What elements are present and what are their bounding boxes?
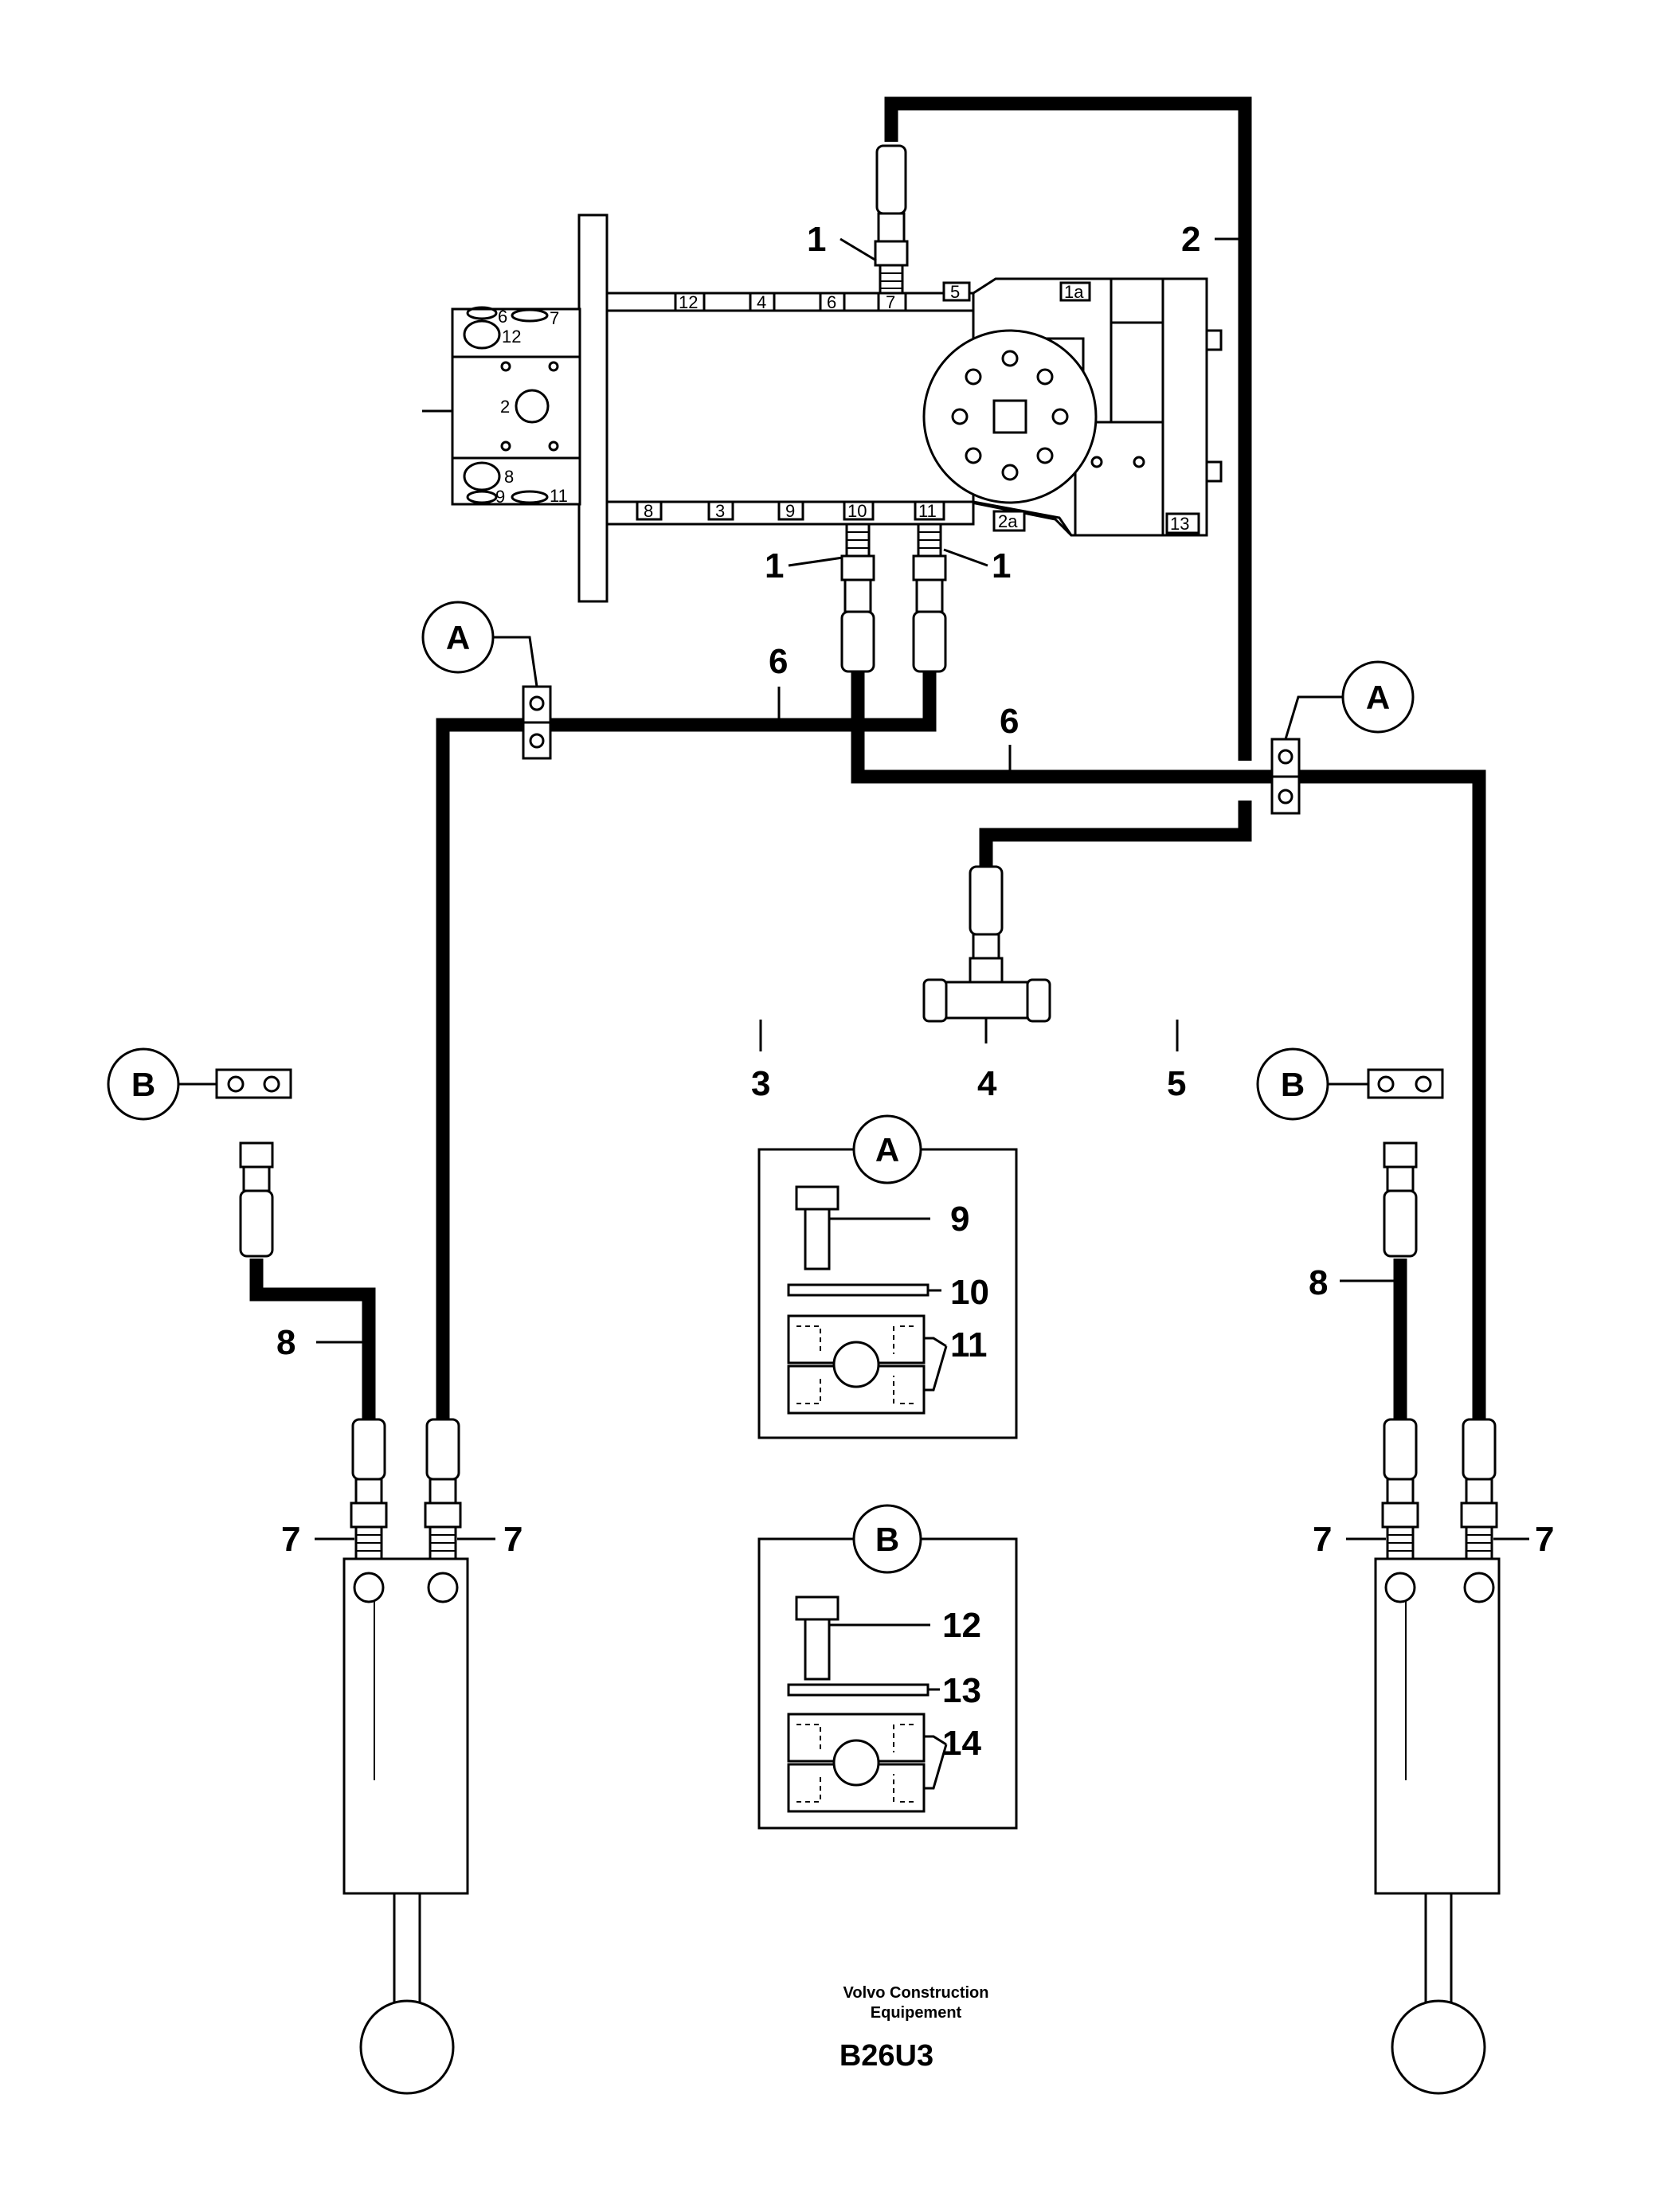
port-label-8-face: 8 — [504, 467, 514, 487]
hose-6-right — [851, 668, 1486, 1422]
port-label-6: 6 — [827, 292, 836, 312]
callout-1-right: 1 — [992, 546, 1011, 585]
marker-b-left: B — [107, 1047, 217, 1121]
clamp-a-right — [1270, 738, 1301, 815]
callout-5: 5 — [1167, 1064, 1186, 1103]
callout-9: 9 — [950, 1200, 969, 1239]
callout-3: 3 — [751, 1064, 770, 1103]
fitting-port-10 — [840, 523, 875, 673]
callout-4: 4 — [977, 1064, 997, 1103]
callout-7-right-left: 7 — [1313, 1520, 1332, 1559]
port-label-12: 12 — [679, 292, 698, 312]
credit-line-1: Volvo Construction — [843, 1984, 989, 2002]
callout-10: 10 — [950, 1273, 989, 1312]
detail-a: A 9 10 11 — [757, 1114, 1018, 1439]
tee-fitting — [922, 865, 1051, 1043]
marker-b-right: B — [1256, 1047, 1368, 1121]
marker-a-left: A — [421, 601, 538, 687]
port-label-9: 9 — [785, 501, 795, 521]
svg-text:B: B — [131, 1066, 155, 1103]
svg-text:B: B — [875, 1521, 899, 1558]
hose-end-right — [1383, 1141, 1418, 1258]
clamp-b-left — [215, 1068, 292, 1099]
svg-text:A: A — [875, 1131, 899, 1169]
port-label-1a: 1a — [1064, 282, 1084, 302]
credit-block: Volvo Construction Equipement B26U3 — [840, 1984, 989, 2073]
callout-12: 12 — [942, 1606, 981, 1645]
callout-13: 13 — [942, 1671, 981, 1710]
port-label-2a: 2a — [998, 511, 1018, 531]
callout-7-right-right: 7 — [1535, 1520, 1554, 1559]
credit-line-2: Equipement — [871, 2004, 962, 2022]
clamp-b-right — [1367, 1068, 1444, 1099]
callout-8-left: 8 — [276, 1323, 295, 1362]
fitting-port-11 — [912, 523, 947, 673]
callouts: 1 1 1 2 6 6 3 4 5 8 8 7 7 7 — [276, 220, 1554, 1559]
callout-1-top: 1 — [807, 220, 826, 259]
svg-text:A: A — [446, 619, 470, 656]
port-label-4: 4 — [757, 292, 766, 312]
svg-text:B: B — [1281, 1066, 1305, 1103]
cylinder-fittings — [350, 1418, 1498, 1560]
svg-text:A: A — [1366, 679, 1390, 716]
hose-4-feed — [979, 801, 1252, 868]
fitting-top — [874, 144, 909, 295]
cylinder-left — [342, 1557, 469, 2095]
port-label-13: 13 — [1170, 514, 1189, 534]
callout-6-right: 6 — [1000, 702, 1019, 741]
callout-6-left: 6 — [769, 642, 788, 681]
callout-1-left: 1 — [765, 546, 784, 585]
hose-8-left — [249, 1259, 376, 1422]
port-label-11: 11 — [918, 501, 937, 521]
callout-14: 14 — [942, 1724, 981, 1763]
figure-code: B26U3 — [840, 2039, 933, 2073]
port-label-5: 5 — [950, 282, 960, 302]
port-label-2-face: 2 — [500, 397, 510, 417]
control-valve: 6 7 12 2 8 9 11 12 — [422, 213, 1223, 603]
cylinder-right — [1374, 1557, 1501, 2095]
port-label-8: 8 — [644, 501, 653, 521]
port-label-6-face: 6 — [498, 307, 507, 327]
callout-8-right: 8 — [1309, 1263, 1328, 1302]
callout-7-left-right: 7 — [503, 1520, 522, 1559]
hose-2 — [884, 96, 1252, 761]
port-label-11-face: 11 — [550, 486, 568, 506]
clamp-a-left — [522, 685, 552, 760]
detail-b: B 12 13 14 — [757, 1504, 1018, 1830]
callout-11: 11 — [950, 1325, 988, 1364]
hose-end-left — [239, 1141, 274, 1258]
marker-a-right: A — [1284, 660, 1415, 740]
hose-6-left — [436, 668, 937, 1422]
callout-7-left-left: 7 — [281, 1520, 300, 1559]
port-label-9-face: 9 — [495, 487, 505, 507]
port-label-10: 10 — [847, 501, 867, 521]
port-label-7: 7 — [886, 292, 895, 312]
port-label-3: 3 — [715, 501, 725, 521]
port-label-7-face: 7 — [550, 308, 559, 328]
port-label-12-face: 12 — [502, 327, 521, 346]
callout-2: 2 — [1181, 220, 1200, 259]
